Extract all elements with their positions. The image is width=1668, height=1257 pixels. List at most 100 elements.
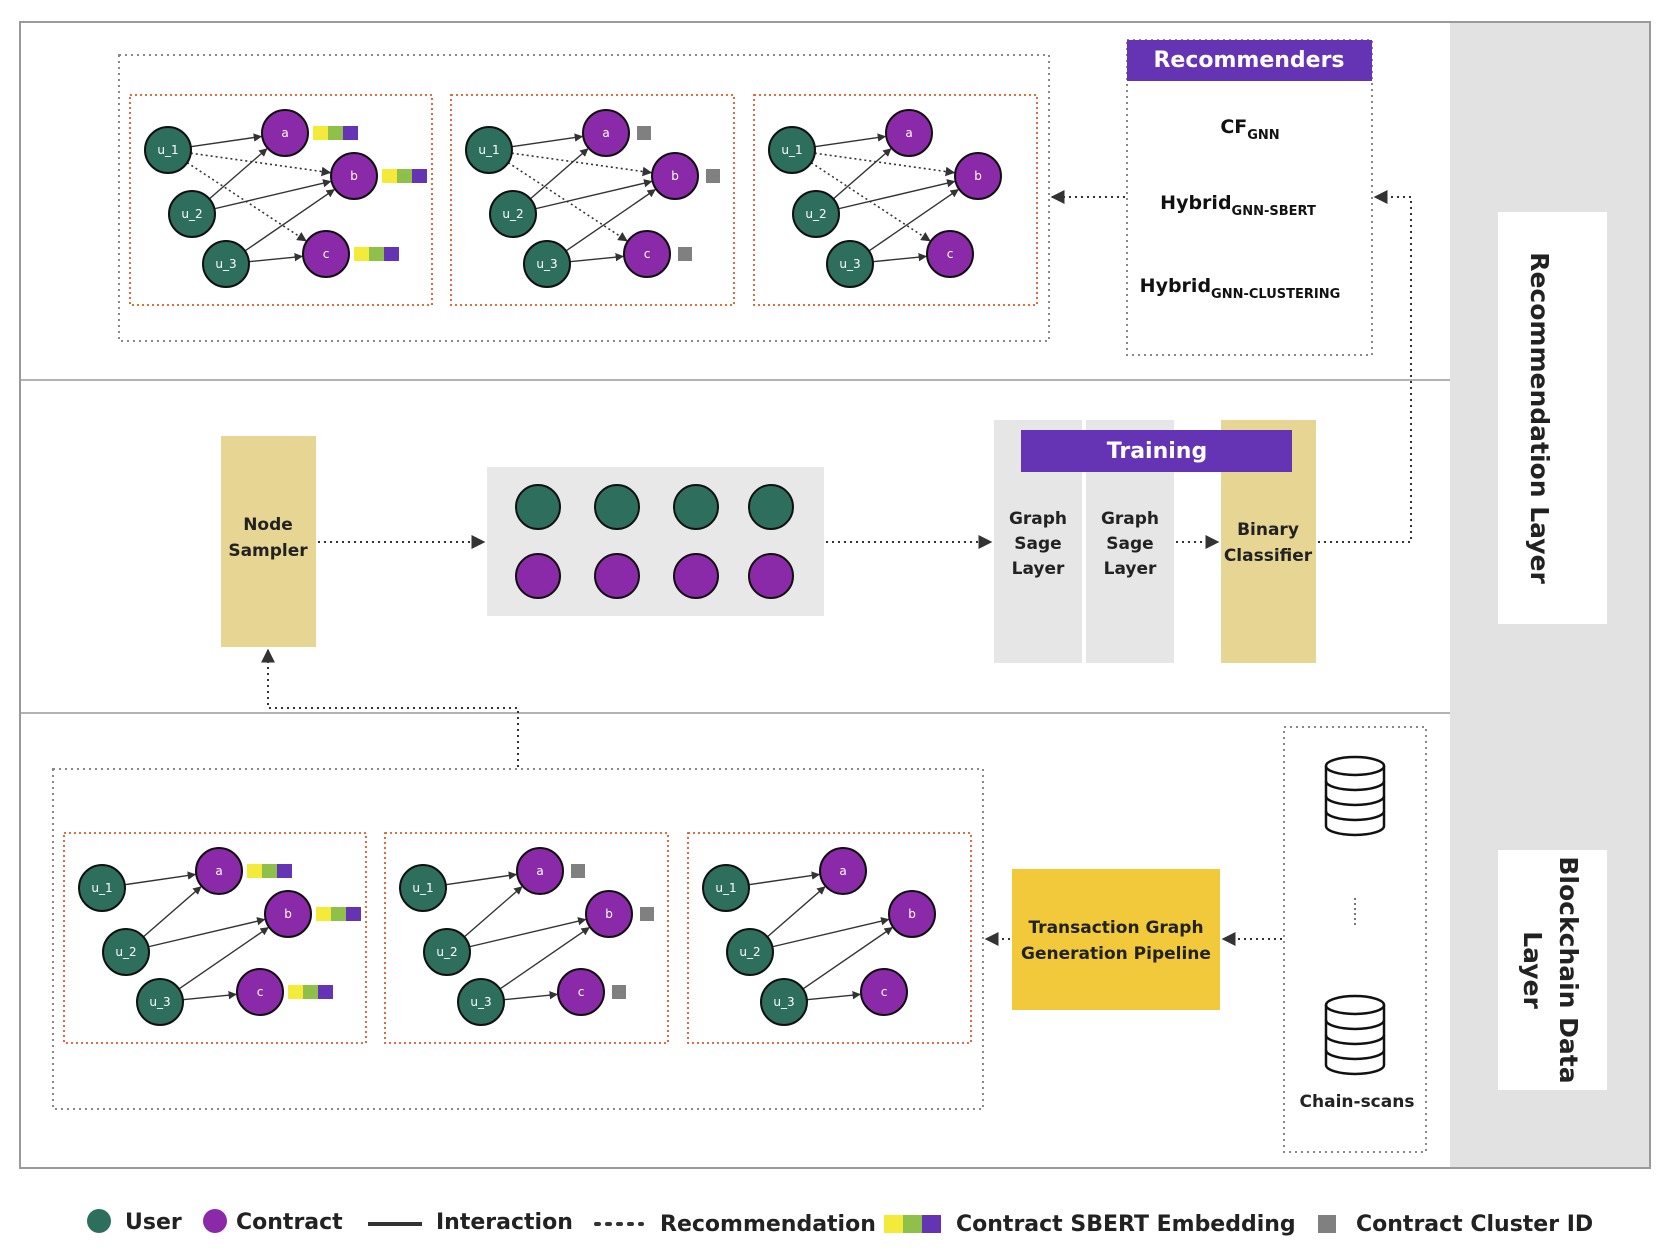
- bottom-cluster-interaction-edge: [499, 927, 590, 990]
- bottom-sbert-sbert-embedding: [247, 864, 262, 878]
- top-cluster-user-label: u_2: [502, 207, 523, 221]
- bottom-plain-user-label: u_2: [739, 945, 760, 959]
- top-plain-interaction-edge: [868, 189, 959, 252]
- top-cluster-cluster-id: [678, 247, 692, 261]
- top-sbert-contract-label: c: [323, 247, 330, 261]
- top-plain-interaction-edge: [814, 133, 887, 148]
- bottom-cluster-contract-node: [557, 968, 605, 1016]
- bottom-sbert-user-node: [136, 978, 184, 1026]
- legend-user-icon: [87, 1209, 111, 1233]
- top-cluster-interaction-edge: [569, 252, 624, 263]
- top-cluster-user-node: [465, 126, 513, 174]
- bottom-sbert-interaction-edge: [182, 990, 237, 1001]
- top-plain-user-label: u_2: [805, 207, 826, 221]
- bottom-sbert-user-node: [78, 864, 126, 912]
- legend-interaction-text: Interaction: [436, 1210, 573, 1235]
- bottom-sbert-sbert-embedding: [288, 985, 303, 999]
- sampled-user-node: [515, 484, 561, 530]
- bottom-sbert-contract-node: [236, 968, 284, 1016]
- recommendation-layer-box: [1498, 212, 1607, 624]
- top-plain-user-node: [792, 190, 840, 238]
- bottom-cluster-frame: [384, 832, 669, 1044]
- sampled-contract-node: [673, 553, 719, 599]
- bottom-plain-contract-label: c: [881, 985, 888, 999]
- top-sbert-contract-label: a: [281, 126, 288, 140]
- top-sbert-sbert-embedding: [397, 169, 412, 183]
- top-cluster-contract-label: b: [671, 169, 679, 183]
- legend-sbert-green: [903, 1215, 922, 1233]
- bottom-cluster-contract-label: b: [605, 907, 613, 921]
- top-plain-recommendation-edge: [810, 161, 931, 242]
- recommender-hybrid-sbert: HybridGNN-SBERT: [1160, 192, 1316, 219]
- bottom-sbert-sbert-embedding: [316, 907, 331, 921]
- bottom-plain-user-node: [726, 928, 774, 976]
- top-sbert-sbert-embedding: [384, 247, 399, 261]
- bottom-cluster-interaction-edge: [463, 886, 523, 938]
- top-sbert-interaction-edge: [244, 189, 335, 252]
- sampled-contract-node: [748, 553, 794, 599]
- top-sbert-user-label: u_3: [215, 257, 236, 271]
- bottom-sbert-frame: [63, 832, 367, 1044]
- top-sbert-sbert-embedding: [354, 247, 369, 261]
- top-plain-contract-node: [926, 230, 974, 278]
- sampled-user-node: [673, 484, 719, 530]
- blockchain-layer-label-1: Blockchain Data: [1554, 856, 1583, 1083]
- legend-cluster-icon: [1318, 1215, 1336, 1233]
- blockchain-layer-box: [1498, 850, 1607, 1090]
- top-sbert-interaction-edge: [208, 148, 268, 200]
- top-sbert-recommendation-edge: [190, 152, 332, 177]
- training-header: [1021, 430, 1292, 472]
- bottom-sbert-sbert-embedding: [318, 985, 333, 999]
- top-sbert-contract-node: [302, 230, 350, 278]
- top-cluster-user-label: u_3: [536, 257, 557, 271]
- bottom-cluster-cluster-id: [571, 864, 585, 878]
- bottom-sbert-user-node: [102, 928, 150, 976]
- top-cluster-contract-node: [623, 230, 671, 278]
- top-sbert-contract-label: b: [350, 169, 358, 183]
- bottom-sbert-sbert-embedding: [277, 864, 292, 878]
- bottom-sbert-sbert-embedding: [303, 985, 318, 999]
- bottom-cluster-interaction-edge: [469, 917, 587, 948]
- transaction-graph-group: [52, 768, 984, 1110]
- top-plain-interaction-edge: [872, 252, 927, 263]
- top-plain-recommendation-edge: [814, 152, 956, 177]
- bottom-plain-contract-node: [860, 968, 908, 1016]
- legend-cluster-text: Contract Cluster ID: [1356, 1212, 1593, 1237]
- bottom-cluster-user-node: [423, 928, 471, 976]
- top-sbert-sbert-embedding: [412, 169, 427, 183]
- legend-contract-icon: [203, 1209, 227, 1233]
- legend-sbert-yellow: [884, 1215, 903, 1233]
- top-plain-contract-label: a: [905, 126, 912, 140]
- database-icon: [1324, 994, 1386, 1076]
- top-sbert-interaction-edge: [248, 252, 303, 263]
- legend-user-text: User: [125, 1210, 182, 1235]
- top-plain-interaction-edge: [838, 179, 956, 210]
- top-cluster-user-node: [523, 240, 571, 288]
- bottom-plain-interaction-edge: [748, 871, 821, 886]
- node-sampler-box: [221, 436, 316, 647]
- legend-sbert-text: Contract SBERT Embedding: [956, 1212, 1296, 1237]
- recommender-hybrid-clustering: HybridGNN-CLUSTERING: [1140, 275, 1341, 302]
- bottom-plain-interaction-edge: [766, 886, 826, 938]
- top-sbert-recommendation-edge: [186, 161, 307, 242]
- bottom-sbert-user-label: u_1: [91, 881, 112, 895]
- top-plain-interaction-edge: [832, 148, 892, 200]
- top-sbert-sbert-embedding: [343, 126, 358, 140]
- bottom-sbert-interaction-edge: [148, 917, 266, 948]
- top-cluster-interaction-edge: [529, 148, 589, 200]
- recommendation-layer-label: Recommendation Layer: [1525, 252, 1554, 584]
- recommenders-header-text: Recommenders: [1153, 48, 1344, 73]
- bottom-cluster-user-label: u_3: [470, 995, 491, 1009]
- recommenders-box: [1126, 39, 1373, 356]
- arrow-classifier-to-recommenders: [1318, 190, 1412, 543]
- top-plain-user-label: u_1: [781, 143, 802, 157]
- bottom-sbert-user-label: u_3: [149, 995, 170, 1009]
- bottom-plain-interaction-edge: [802, 927, 893, 990]
